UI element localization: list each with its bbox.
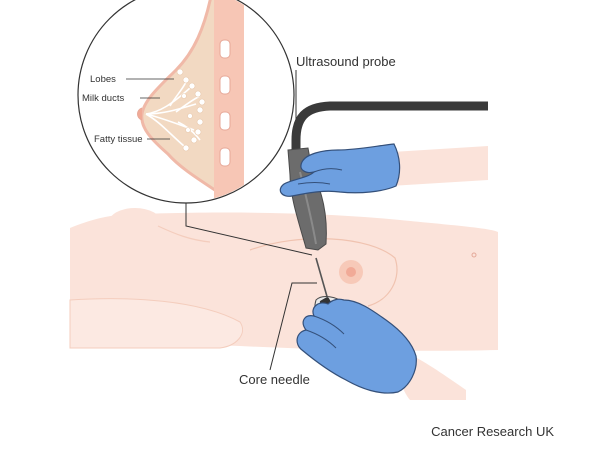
probe-glove-fingers: [297, 168, 343, 185]
lobules: [176, 68, 206, 152]
ultrasound-probe-assembly: [279, 101, 488, 251]
inset-nipple: [137, 107, 143, 121]
chest-wall: [214, 0, 244, 202]
core-needle-leader-line: [269, 282, 317, 371]
lobes-label: Lobes: [90, 74, 116, 85]
rib-4: [219, 147, 231, 167]
arm: [69, 298, 243, 349]
ultrasound-probe-label: Ultrasound probe: [296, 54, 396, 69]
needle-glove: [296, 298, 417, 394]
milk-ducts-label: Milk ducts: [82, 93, 124, 104]
needle-shaft: [315, 257, 329, 301]
patient-body: [69, 208, 498, 351]
fatty-tissue-label: Fatty tissue: [94, 134, 143, 145]
probe-glove: [279, 143, 401, 197]
needle-glove-fingers: [305, 315, 345, 349]
rib-3: [219, 111, 231, 131]
skin-mark: [471, 252, 477, 258]
head: [109, 208, 161, 236]
probe-forearm: [386, 146, 488, 186]
credit-text: Cancer Research UK: [431, 424, 554, 439]
breast-inset: Lobes Milk ducts Fatty tissue: [77, 0, 295, 204]
core-needle-label: Core needle: [239, 372, 310, 387]
core-needle-assembly: [296, 257, 466, 400]
probe-cable: [291, 101, 488, 152]
skin-layer: [140, 0, 231, 202]
neck: [157, 225, 211, 243]
nipple: [346, 267, 356, 277]
rib-2: [219, 75, 231, 95]
inset-label-lines: [126, 78, 174, 140]
breast-contour: [249, 238, 398, 307]
rib-1: [219, 39, 231, 59]
